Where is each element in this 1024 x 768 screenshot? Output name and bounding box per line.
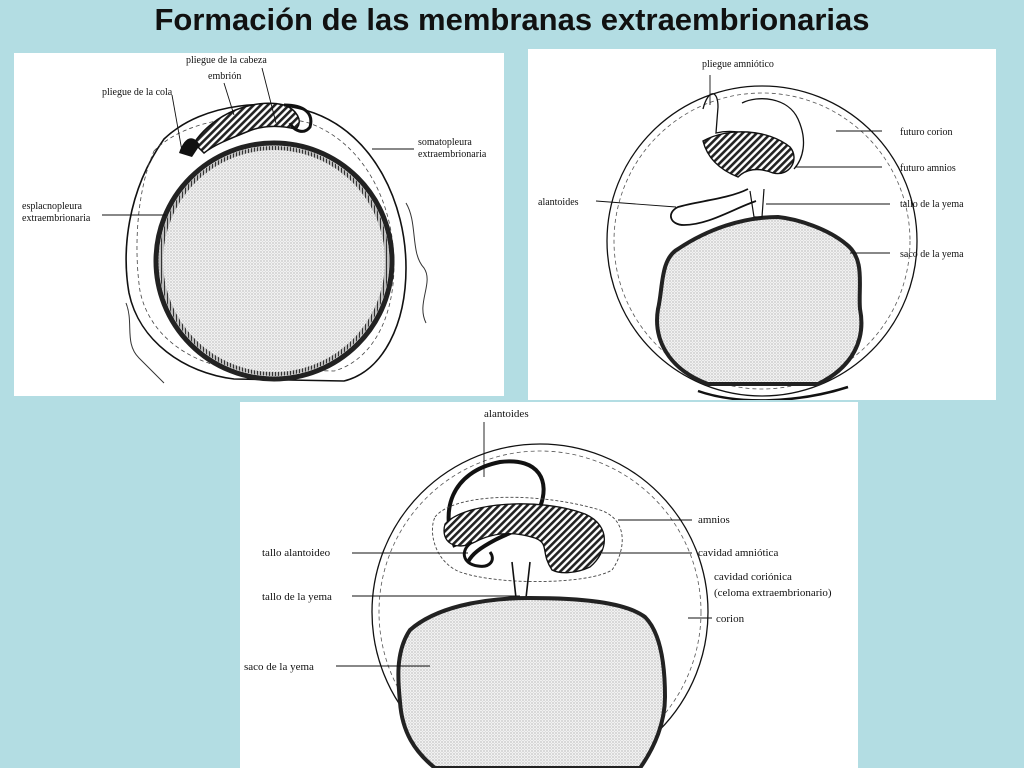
- label-embryo: embrión: [208, 71, 241, 82]
- membrane-edge-left: [125, 302, 165, 384]
- future-chorion-outline: [613, 92, 911, 390]
- leader-embryo: [223, 82, 235, 116]
- embryo-shape: [702, 131, 795, 178]
- allantois-shape: [670, 188, 757, 226]
- somatopleure-outline: [136, 116, 395, 372]
- head-fold-shape: [283, 103, 313, 133]
- chorion-inner-outline: [378, 450, 702, 768]
- label-yolk-stalk: tallo de la yema: [262, 591, 332, 603]
- label-chorion: corion: [716, 613, 745, 625]
- splanchnopleure-layer: [159, 146, 389, 376]
- label-somatopleure-1: somatopleura: [418, 137, 472, 148]
- page-title: Formación de las membranas extraembriona…: [154, 2, 870, 37]
- leader-head-fold: [261, 67, 277, 124]
- label-splanchnopleure-2: extraembrionaria: [22, 213, 91, 224]
- leader-allantois: [595, 200, 677, 208]
- label-chorionic-cavity-2: (celoma extraembrionario): [714, 587, 832, 599]
- amnion-outline: [432, 496, 623, 583]
- label-amnion: amnios: [698, 514, 730, 526]
- label-allantois: alantoides: [484, 408, 529, 420]
- label-somatopleure-2: extraembrionaria: [418, 149, 487, 160]
- label-tail-fold: pliegue de la cola: [102, 87, 173, 98]
- label-amniotic-fold: pliegue amniótico: [702, 59, 774, 70]
- label-head-fold: pliegue de la cabeza: [186, 55, 267, 66]
- label-splanchnopleure-1: esplacnopleura: [22, 201, 83, 212]
- label-yolk-sac: saco de la yema: [900, 249, 964, 260]
- base-arc: [697, 385, 849, 400]
- label-allantois: alantoides: [538, 197, 579, 208]
- label-amniotic-cavity: cavidad amniótica: [698, 547, 778, 559]
- yolk-sac-shape: [396, 595, 668, 768]
- tail-fold-shape: [179, 138, 200, 157]
- amniotic-fold-right: [741, 98, 805, 170]
- label-future-amnion: futuro amnios: [900, 163, 956, 174]
- yolk-sac-shape: [655, 214, 864, 386]
- yolk-stalk-shape: [511, 561, 531, 599]
- diagram-amniotic-folds: pliegue amniótico futuro corion futuro a…: [528, 49, 996, 400]
- embryo-shape: [443, 503, 605, 574]
- membrane-edge-right: [405, 202, 428, 324]
- leader-tail-fold: [171, 94, 183, 152]
- yolk-stalk-shape: [749, 188, 765, 218]
- diagram-early-embryo: pliegue de la cabeza embrión pliegue de …: [14, 53, 504, 396]
- label-allantoic-stalk: tallo alantoideo: [262, 547, 331, 559]
- label-future-chorion: futuro corion: [900, 127, 953, 138]
- label-chorionic-cavity-1: cavidad coriónica: [714, 571, 792, 583]
- allantoic-stalk-shape: [462, 540, 494, 568]
- label-yolk-sac: saco de la yema: [244, 661, 314, 673]
- diagram-formed-membranes: alantoides amnios tallo alantoideo cavid…: [240, 402, 858, 768]
- yolk-mass: [153, 140, 395, 382]
- label-yolk-stalk: tallo de la yema: [900, 199, 964, 210]
